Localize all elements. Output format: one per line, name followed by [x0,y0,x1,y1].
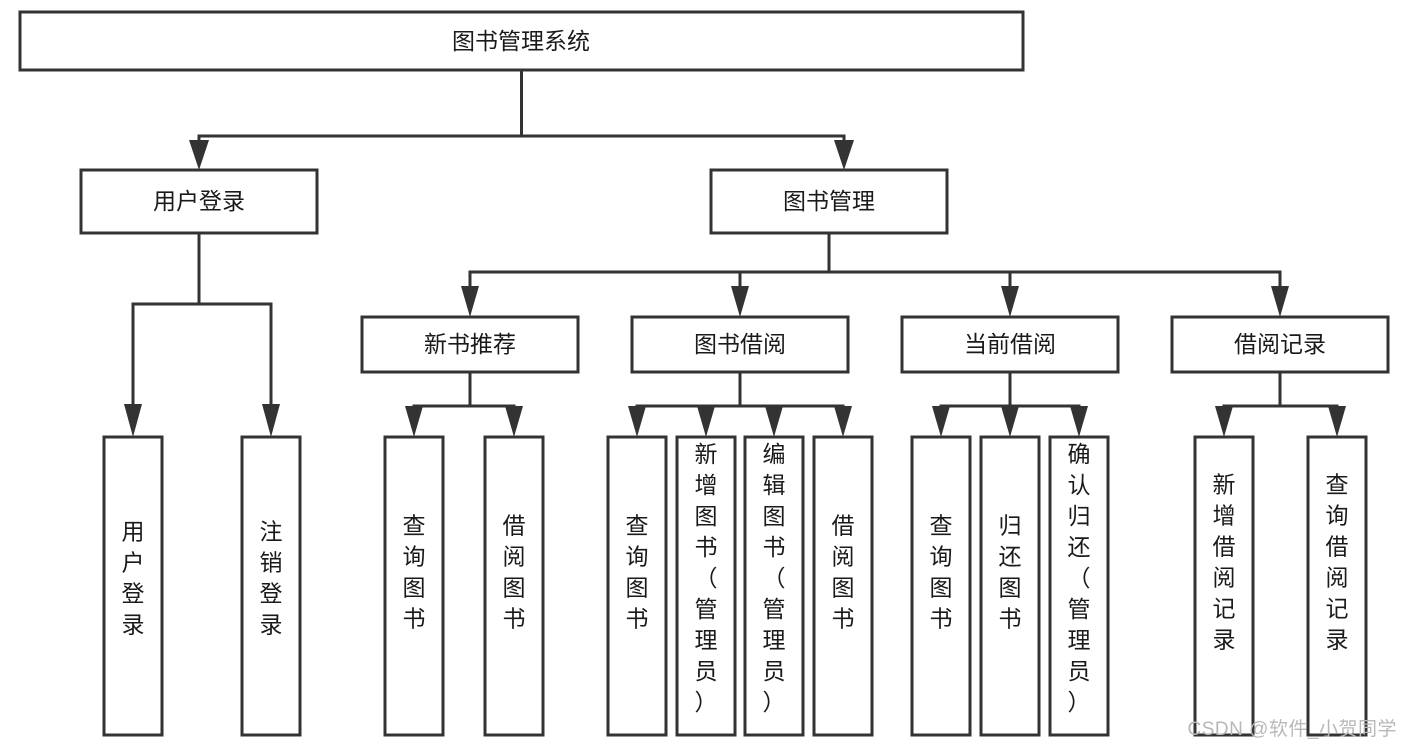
arrow-to-leaf-user-logout [262,404,280,437]
csdn-watermark: CSDN @软件_小贺同学 [1187,719,1397,740]
node-borrow-record-label: 借阅记录 [1234,331,1326,357]
connector-group-user-login [124,231,280,437]
node-leaf-borrow-book-2-label: 借阅图书 [832,513,855,632]
node-leaf-add-record-label: 新增借阅记录 [1213,472,1236,653]
arrow-to-leaf-add-book [697,406,715,437]
node-leaf-return-book[interactable]: 归还图书 [979,435,1041,737]
arrow-to-leaf-confirm-return [1070,406,1088,437]
node-leaf-query-book-1[interactable]: 查询图书 [383,435,445,737]
node-root-label: 图书管理系统 [452,28,590,54]
node-root[interactable]: 图书管理系统 [18,10,1025,72]
node-current-borrow-label: 当前借阅 [964,331,1056,357]
node-current-borrow-box[interactable] [900,315,1120,374]
node-leaf-edit-book-label: 编辑图书（管理员） [763,441,786,715]
connector-group-new-book-recommend [405,370,523,437]
arrow-to-leaf-query-book-1 [405,406,423,437]
node-leaf-user-login-box[interactable] [102,435,164,737]
arrow-to-leaf-query-record [1328,406,1346,437]
arrow-to-leaf-query-book-3 [932,406,950,437]
node-leaf-add-record[interactable]: 新增借阅记录 [1193,435,1255,737]
arrow-to-leaf-return-book [1001,406,1019,437]
node-leaf-query-book-2-box[interactable] [606,435,668,737]
arrow-to-current-borrow [1001,286,1019,317]
node-leaf-query-record-label: 查询借阅记录 [1326,472,1349,653]
node-leaf-query-book-2-label: 查询图书 [626,513,649,632]
connector-group-book-borrow [628,370,852,437]
node-book-borrow[interactable]: 图书借阅 [630,315,850,374]
node-leaf-add-book[interactable]: 新增图书（管理员） [675,435,737,737]
arrow-to-book-manage [834,140,854,170]
node-new-book-recommend-box[interactable] [360,315,580,374]
node-leaf-query-book-1-box[interactable] [383,435,445,737]
arrow-to-leaf-user-login [124,404,142,437]
arrow-to-book-borrow [731,286,749,317]
node-leaf-query-book-3-label: 查询图书 [930,513,953,632]
arrow-to-leaf-add-record [1215,406,1233,437]
node-leaf-borrow-book-2[interactable]: 借阅图书 [812,435,874,737]
connector-group-root [189,68,854,170]
node-new-book-recommend[interactable]: 新书推荐 [360,315,580,374]
node-leaf-user-logout-box[interactable] [240,435,302,737]
node-leaf-edit-book[interactable]: 编辑图书（管理员） [743,435,805,737]
arrow-to-leaf-borrow-book-2 [834,406,852,437]
node-leaf-return-book-label: 归还图书 [999,513,1022,632]
node-borrow-record[interactable]: 借阅记录 [1170,315,1390,374]
node-new-book-recommend-label: 新书推荐 [424,331,516,357]
connector-group-borrow-record [1215,370,1346,437]
node-leaf-query-book-1-label: 查询图书 [403,513,426,632]
node-leaf-borrow-book-2-box[interactable] [812,435,874,737]
node-leaf-query-book-3-box[interactable] [910,435,972,737]
node-leaf-add-record-box[interactable] [1193,435,1255,737]
node-leaf-confirm-return-box[interactable] [1048,435,1110,737]
node-book-manage[interactable]: 图书管理 [709,168,949,235]
node-leaf-query-record-box[interactable] [1306,435,1368,737]
node-leaf-query-record[interactable]: 查询借阅记录 [1306,435,1368,737]
arrow-to-leaf-edit-book [765,406,783,437]
arrow-to-leaf-borrow-book-1 [505,406,523,437]
node-leaf-user-logout[interactable]: 注销登录 [240,435,302,737]
node-user-login[interactable]: 用户登录 [79,168,319,235]
arrow-to-borrow-record [1271,286,1289,317]
node-leaf-user-logout-label: 注销登录 [260,519,283,638]
node-leaf-edit-book-box[interactable] [743,435,805,737]
node-leaf-user-login-label: 用户登录 [122,519,145,638]
node-book-manage-box[interactable] [709,168,949,235]
node-leaf-return-book-box[interactable] [979,435,1041,737]
connector-group-current-borrow [932,370,1088,437]
arrow-to-user-login [189,140,209,170]
node-current-borrow[interactable]: 当前借阅 [900,315,1120,374]
node-leaf-query-book-3[interactable]: 查询图书 [910,435,972,737]
node-leaf-user-login[interactable]: 用户登录 [102,435,164,737]
node-leaf-borrow-book-1-label: 借阅图书 [503,513,526,632]
node-book-manage-label: 图书管理 [783,188,875,214]
node-borrow-record-box[interactable] [1170,315,1390,374]
arrow-to-new-book-recommend [461,286,479,317]
node-user-login-box[interactable] [79,168,319,235]
arrow-to-leaf-query-book-2 [628,406,646,437]
node-leaf-add-book-box[interactable] [675,435,737,737]
node-leaf-query-book-2[interactable]: 查询图书 [606,435,668,737]
node-user-login-label: 用户登录 [153,188,245,214]
node-leaf-add-book-label: 新增图书（管理员） [695,441,718,715]
node-leaf-confirm-return[interactable]: 确认归还（管理员） [1048,435,1110,737]
node-leaf-borrow-book-1-box[interactable] [483,435,545,737]
connector-group-book-manage [461,231,1289,317]
node-root-box[interactable] [18,10,1025,72]
node-leaf-confirm-return-label: 确认归还（管理员） [1068,441,1091,715]
node-leaf-borrow-book-1[interactable]: 借阅图书 [483,435,545,737]
node-book-borrow-label: 图书借阅 [694,331,786,357]
node-book-borrow-box[interactable] [630,315,850,374]
